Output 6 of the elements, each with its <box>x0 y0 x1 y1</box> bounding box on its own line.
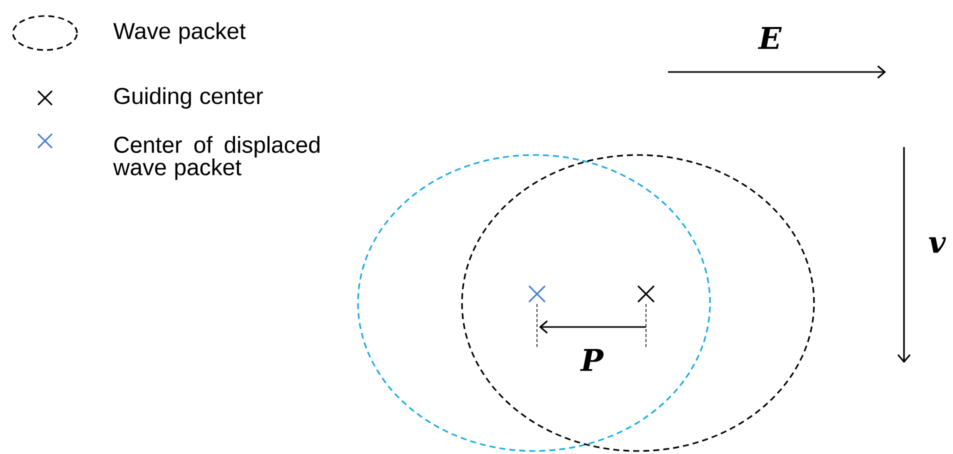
legend-text: Guiding center <box>114 87 263 109</box>
vector-label: P <box>580 349 604 371</box>
vector-label: E <box>758 27 782 49</box>
vector-label: v <box>928 237 946 253</box>
legend-text: Center of displaced wave packet <box>113 136 320 180</box>
legend-text: Wave packet <box>113 22 246 44</box>
